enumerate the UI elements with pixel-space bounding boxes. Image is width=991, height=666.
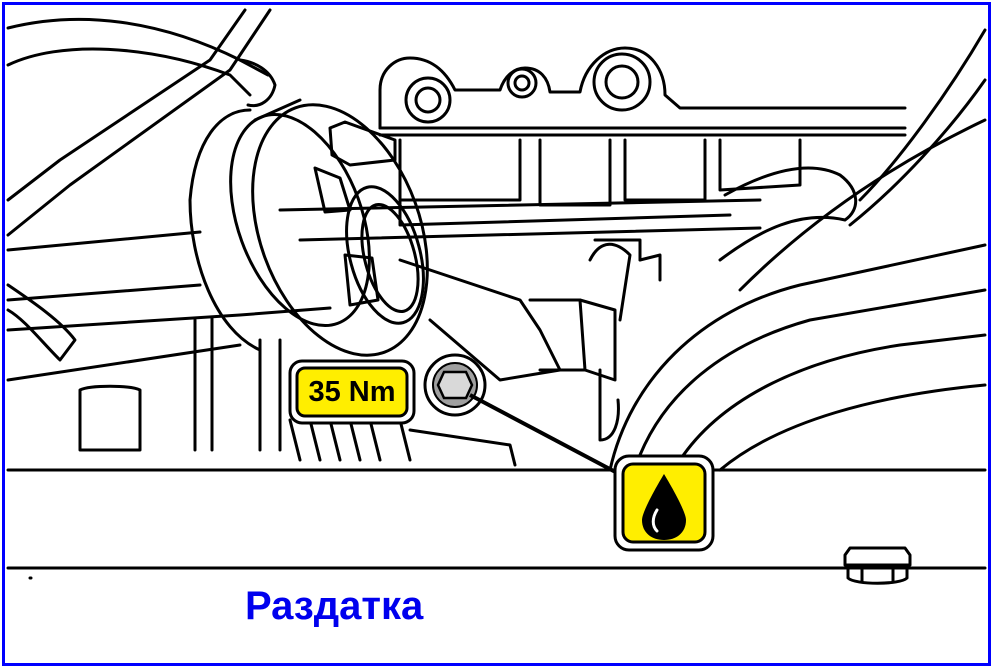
upper-frame-rail-inner [6,8,272,237]
fill-plug [423,353,487,417]
diagram-caption: Раздатка [245,584,424,628]
hose [718,166,858,262]
torque-badge-bg [288,359,416,425]
bracket-top [378,46,907,130]
shaft [398,258,562,382]
crossmember [398,138,522,202]
upper-frame-rail [6,8,247,202]
leader-line [469,393,641,487]
output-flange [251,103,429,357]
torque-value: 35 Nm [308,375,396,408]
oil-drop-icon [613,454,715,552]
torque-badge: 35 Nm [290,361,414,423]
